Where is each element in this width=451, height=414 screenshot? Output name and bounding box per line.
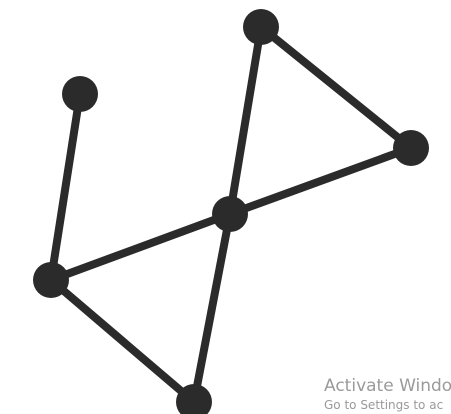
graph-edge-bottom-center	[190, 210, 234, 406]
graph-edge-center-top	[226, 23, 265, 218]
graph-node-bottom	[176, 384, 212, 414]
graph-edge-center-right	[226, 144, 415, 218]
graph-edge-top-right	[257, 23, 415, 152]
graph-node-left-upper	[62, 76, 98, 112]
graph-node-left-lower	[33, 262, 69, 298]
graph-node-center	[212, 196, 248, 232]
graph-node-right	[393, 130, 429, 166]
edges-layer	[47, 23, 415, 406]
graph-edge-left-lower-bottom	[47, 276, 198, 406]
graph-node-top	[243, 9, 279, 45]
graph-edge-left-upper-left-lower	[47, 90, 84, 284]
nodes-layer	[33, 9, 429, 414]
graph-edge-left-lower-center	[47, 210, 234, 284]
